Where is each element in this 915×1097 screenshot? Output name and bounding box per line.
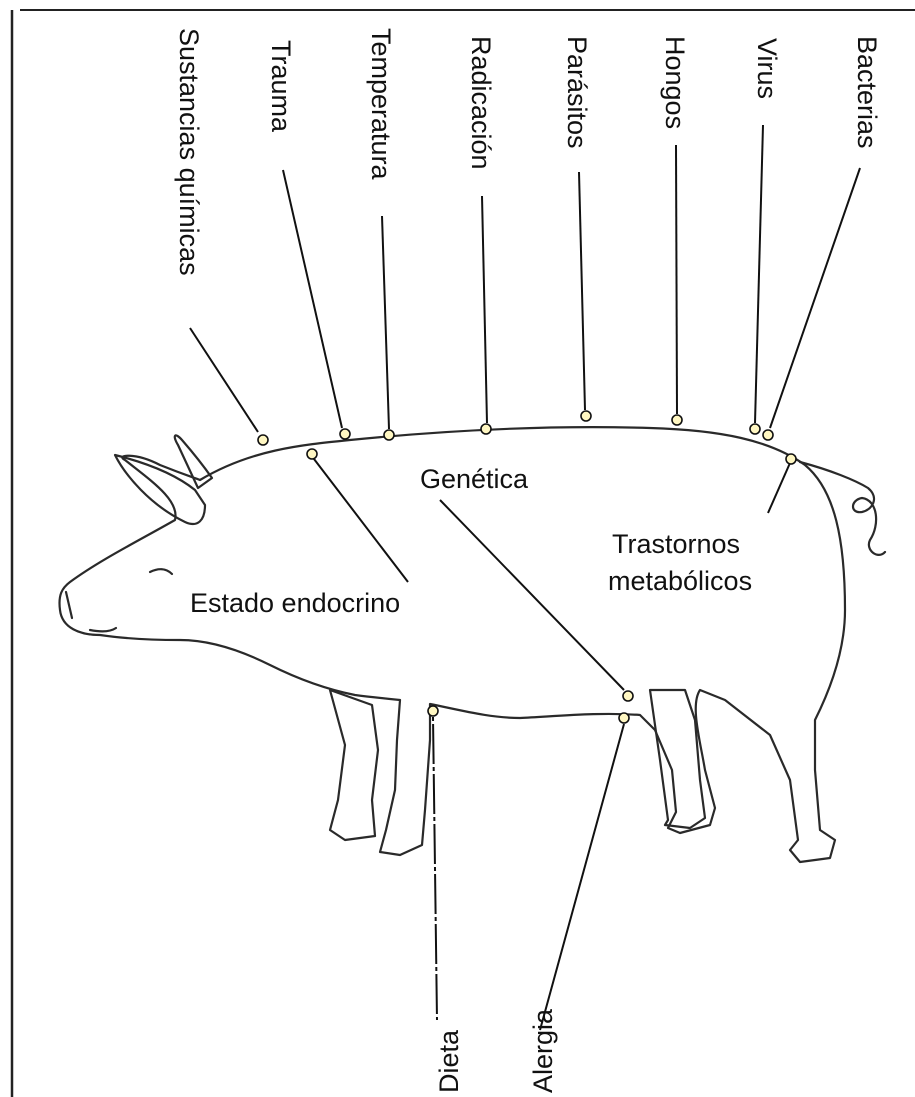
pig-tail xyxy=(800,462,885,555)
marker-bacterias xyxy=(763,430,773,440)
leader-lines xyxy=(190,125,860,1030)
internal-labels: Estado endocrino Genética Trastornos met… xyxy=(190,464,752,618)
leader-parasitos xyxy=(579,172,585,410)
marker-alergia xyxy=(619,713,629,723)
pig-snout-line xyxy=(66,592,72,618)
leader-temperatura xyxy=(382,216,389,429)
bottom-labels: Dieta Alergia xyxy=(434,1008,558,1093)
label-trauma: Trauma xyxy=(266,40,296,133)
top-labels: Sustancias químicas Trauma Temperatura R… xyxy=(174,28,882,276)
leader-estado xyxy=(314,459,408,582)
leader-trastornos xyxy=(768,463,790,513)
leader-dieta xyxy=(433,717,437,1020)
marker-genetica xyxy=(623,691,633,701)
label-estado-endocrino: Estado endocrino xyxy=(190,588,400,618)
leader-hongos xyxy=(676,145,677,414)
marker-trastornos xyxy=(786,454,796,464)
leader-genetica xyxy=(440,500,624,690)
marker-sustancias xyxy=(258,435,268,445)
leader-alergia xyxy=(540,724,624,1030)
label-hongos: Hongos xyxy=(660,36,690,129)
marker-radicacion xyxy=(481,424,491,434)
marker-hongos xyxy=(672,415,682,425)
label-dieta: Dieta xyxy=(434,1029,464,1093)
marker-virus xyxy=(750,424,760,434)
pig-eye xyxy=(150,569,172,574)
marker-dieta xyxy=(428,706,438,716)
label-virus: Virus xyxy=(752,38,782,99)
label-alergia: Alergia xyxy=(528,1008,558,1093)
leader-sustancias xyxy=(190,328,258,432)
leader-trauma xyxy=(283,170,342,428)
label-trastornos: Trastornos xyxy=(612,529,740,559)
marker-estado xyxy=(307,449,317,459)
label-temperatura: Temperatura xyxy=(366,28,396,181)
leader-radicacion xyxy=(482,196,487,423)
leader-virus xyxy=(755,125,763,423)
marker-temperatura xyxy=(384,430,394,440)
label-metabolicos: metabólicos xyxy=(608,566,752,596)
label-genetica: Genética xyxy=(420,464,529,494)
label-radicacion: Radicación xyxy=(466,36,496,170)
label-parasitos: Parásitos xyxy=(562,36,592,149)
label-sustancias: Sustancias químicas xyxy=(174,28,204,276)
pig-far-front-leg xyxy=(330,690,378,840)
marker-parasitos xyxy=(581,411,591,421)
label-bacterias: Bacterias xyxy=(852,36,882,149)
leader-bacterias xyxy=(770,168,860,428)
marker-trauma xyxy=(340,429,350,439)
pig-mouth xyxy=(90,628,116,631)
